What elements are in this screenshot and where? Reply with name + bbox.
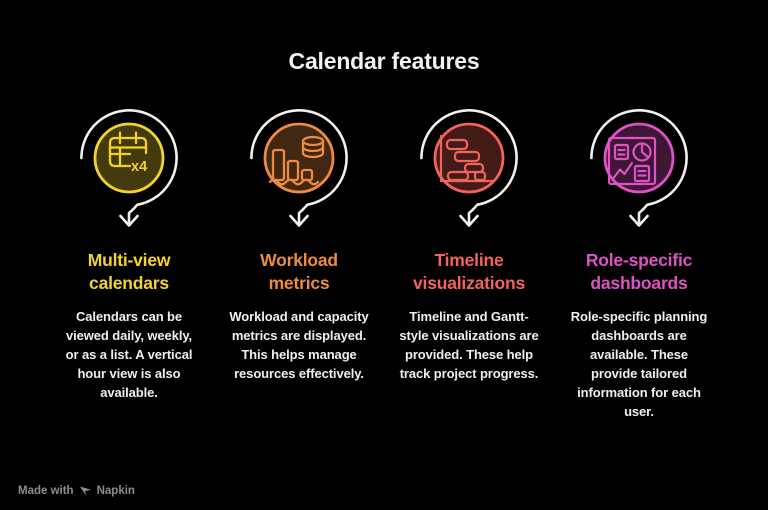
calendar-count-label: x4 [131, 159, 147, 175]
napkin-logo-icon [79, 486, 91, 496]
calendar-multi-view-icon: x4 [80, 109, 178, 227]
role-dashboard-icon [590, 109, 688, 227]
column-heading: Role-specific dashboards [585, 250, 693, 293]
feature-column-workload-metrics: Workload metrics Workload and capacity m… [214, 108, 384, 421]
column-description: Calendars can be viewed daily, weekly, o… [65, 309, 193, 400]
column-description: Timeline and Gantt-style visualizations … [399, 309, 539, 381]
gantt-timeline-icon [420, 109, 518, 227]
infographic-canvas: { "title": "Calendar features", "columns… [0, 48, 768, 510]
loop-arrow-icon [80, 109, 178, 227]
column-description: Role-specific planning dashboards are av… [570, 309, 708, 419]
loop-arrow-icon [590, 109, 688, 227]
made-with-label: Made with [18, 484, 74, 497]
feature-column-multi-view-calendars: x4 Multi-view calendars Calendars can be… [44, 108, 214, 421]
column-heading: Timeline visualizations [413, 250, 525, 293]
loop-arrow-icon [420, 109, 518, 227]
icon-circle [93, 122, 165, 194]
column-description: Workload and capacity metrics are displa… [229, 309, 369, 381]
loop-arrow-icon [250, 109, 348, 227]
napkin-brand-label: Napkin [96, 484, 135, 497]
made-with-napkin-link[interactable]: Made with Napkin [18, 484, 135, 497]
feature-column-role-specific-dashboards: Role-specific dashboards Role-specific p… [554, 108, 724, 421]
page-title: Calendar features [288, 48, 480, 74]
feature-columns: x4 Multi-view calendars Calendars can be… [44, 108, 724, 421]
column-heading: Workload metrics [260, 250, 338, 293]
feature-column-timeline-visualizations: Timeline visualizations Timeline and Gan… [384, 108, 554, 421]
column-heading: Multi-view calendars [87, 250, 171, 293]
icon-circle [263, 122, 335, 194]
workload-bar-chart-icon [250, 109, 348, 227]
